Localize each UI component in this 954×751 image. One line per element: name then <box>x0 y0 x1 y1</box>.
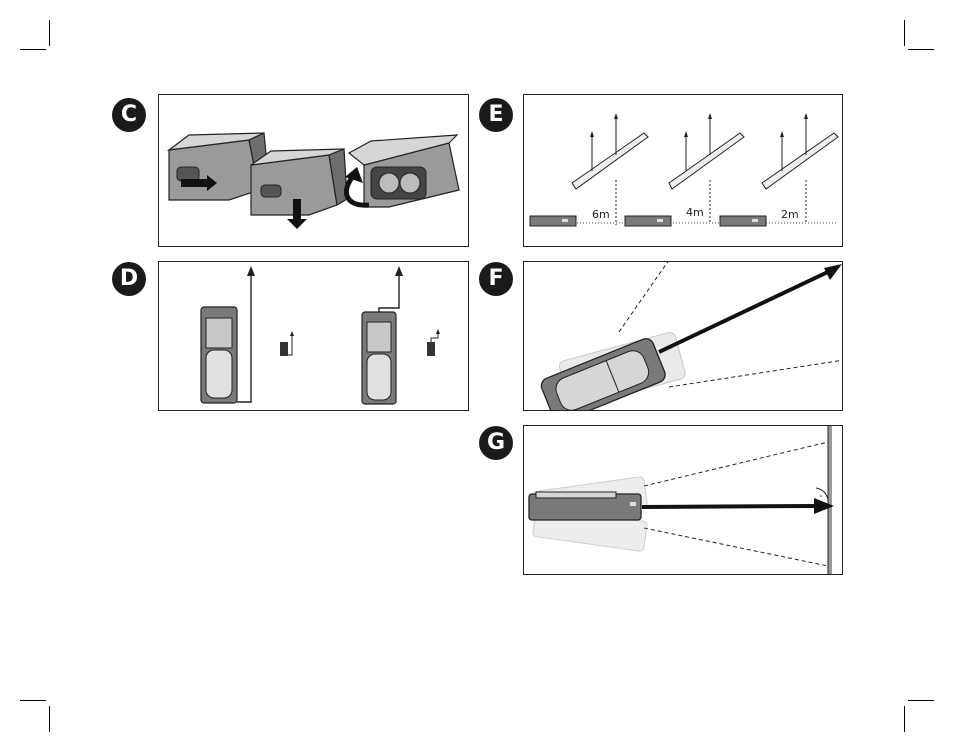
figure-f-panel <box>523 261 843 411</box>
crop-mark <box>904 20 905 46</box>
continuous-measurement-illustration: 6m 4m 2m <box>524 95 843 247</box>
figure-g-panel <box>523 425 843 575</box>
crop-mark <box>20 700 46 701</box>
distance-label-2m: 2m <box>781 208 799 221</box>
distance-label-6m: 6m <box>592 208 610 221</box>
figure-badge-g: G <box>479 426 513 460</box>
crop-mark <box>49 706 50 732</box>
distance-label-4m: 4m <box>686 206 704 219</box>
battery-compartment-illustration <box>159 95 469 247</box>
crop-mark <box>904 706 905 732</box>
figure-badge-f: F <box>479 262 513 296</box>
figure-c-panel <box>158 94 469 247</box>
figure-d-panel <box>158 261 469 411</box>
figure-badge-e: E <box>479 98 513 132</box>
horizontal-measurement-illustration <box>524 426 843 575</box>
crop-mark <box>20 49 46 50</box>
crop-mark <box>908 49 934 50</box>
figure-e-panel: 6m 4m 2m <box>523 94 843 247</box>
crop-mark <box>908 700 934 701</box>
angled-measurement-illustration <box>524 262 843 411</box>
figure-badge-d: D <box>112 262 146 296</box>
crop-mark <box>49 20 50 46</box>
reference-edge-illustration <box>159 262 469 411</box>
figure-badge-c: C <box>112 98 146 132</box>
